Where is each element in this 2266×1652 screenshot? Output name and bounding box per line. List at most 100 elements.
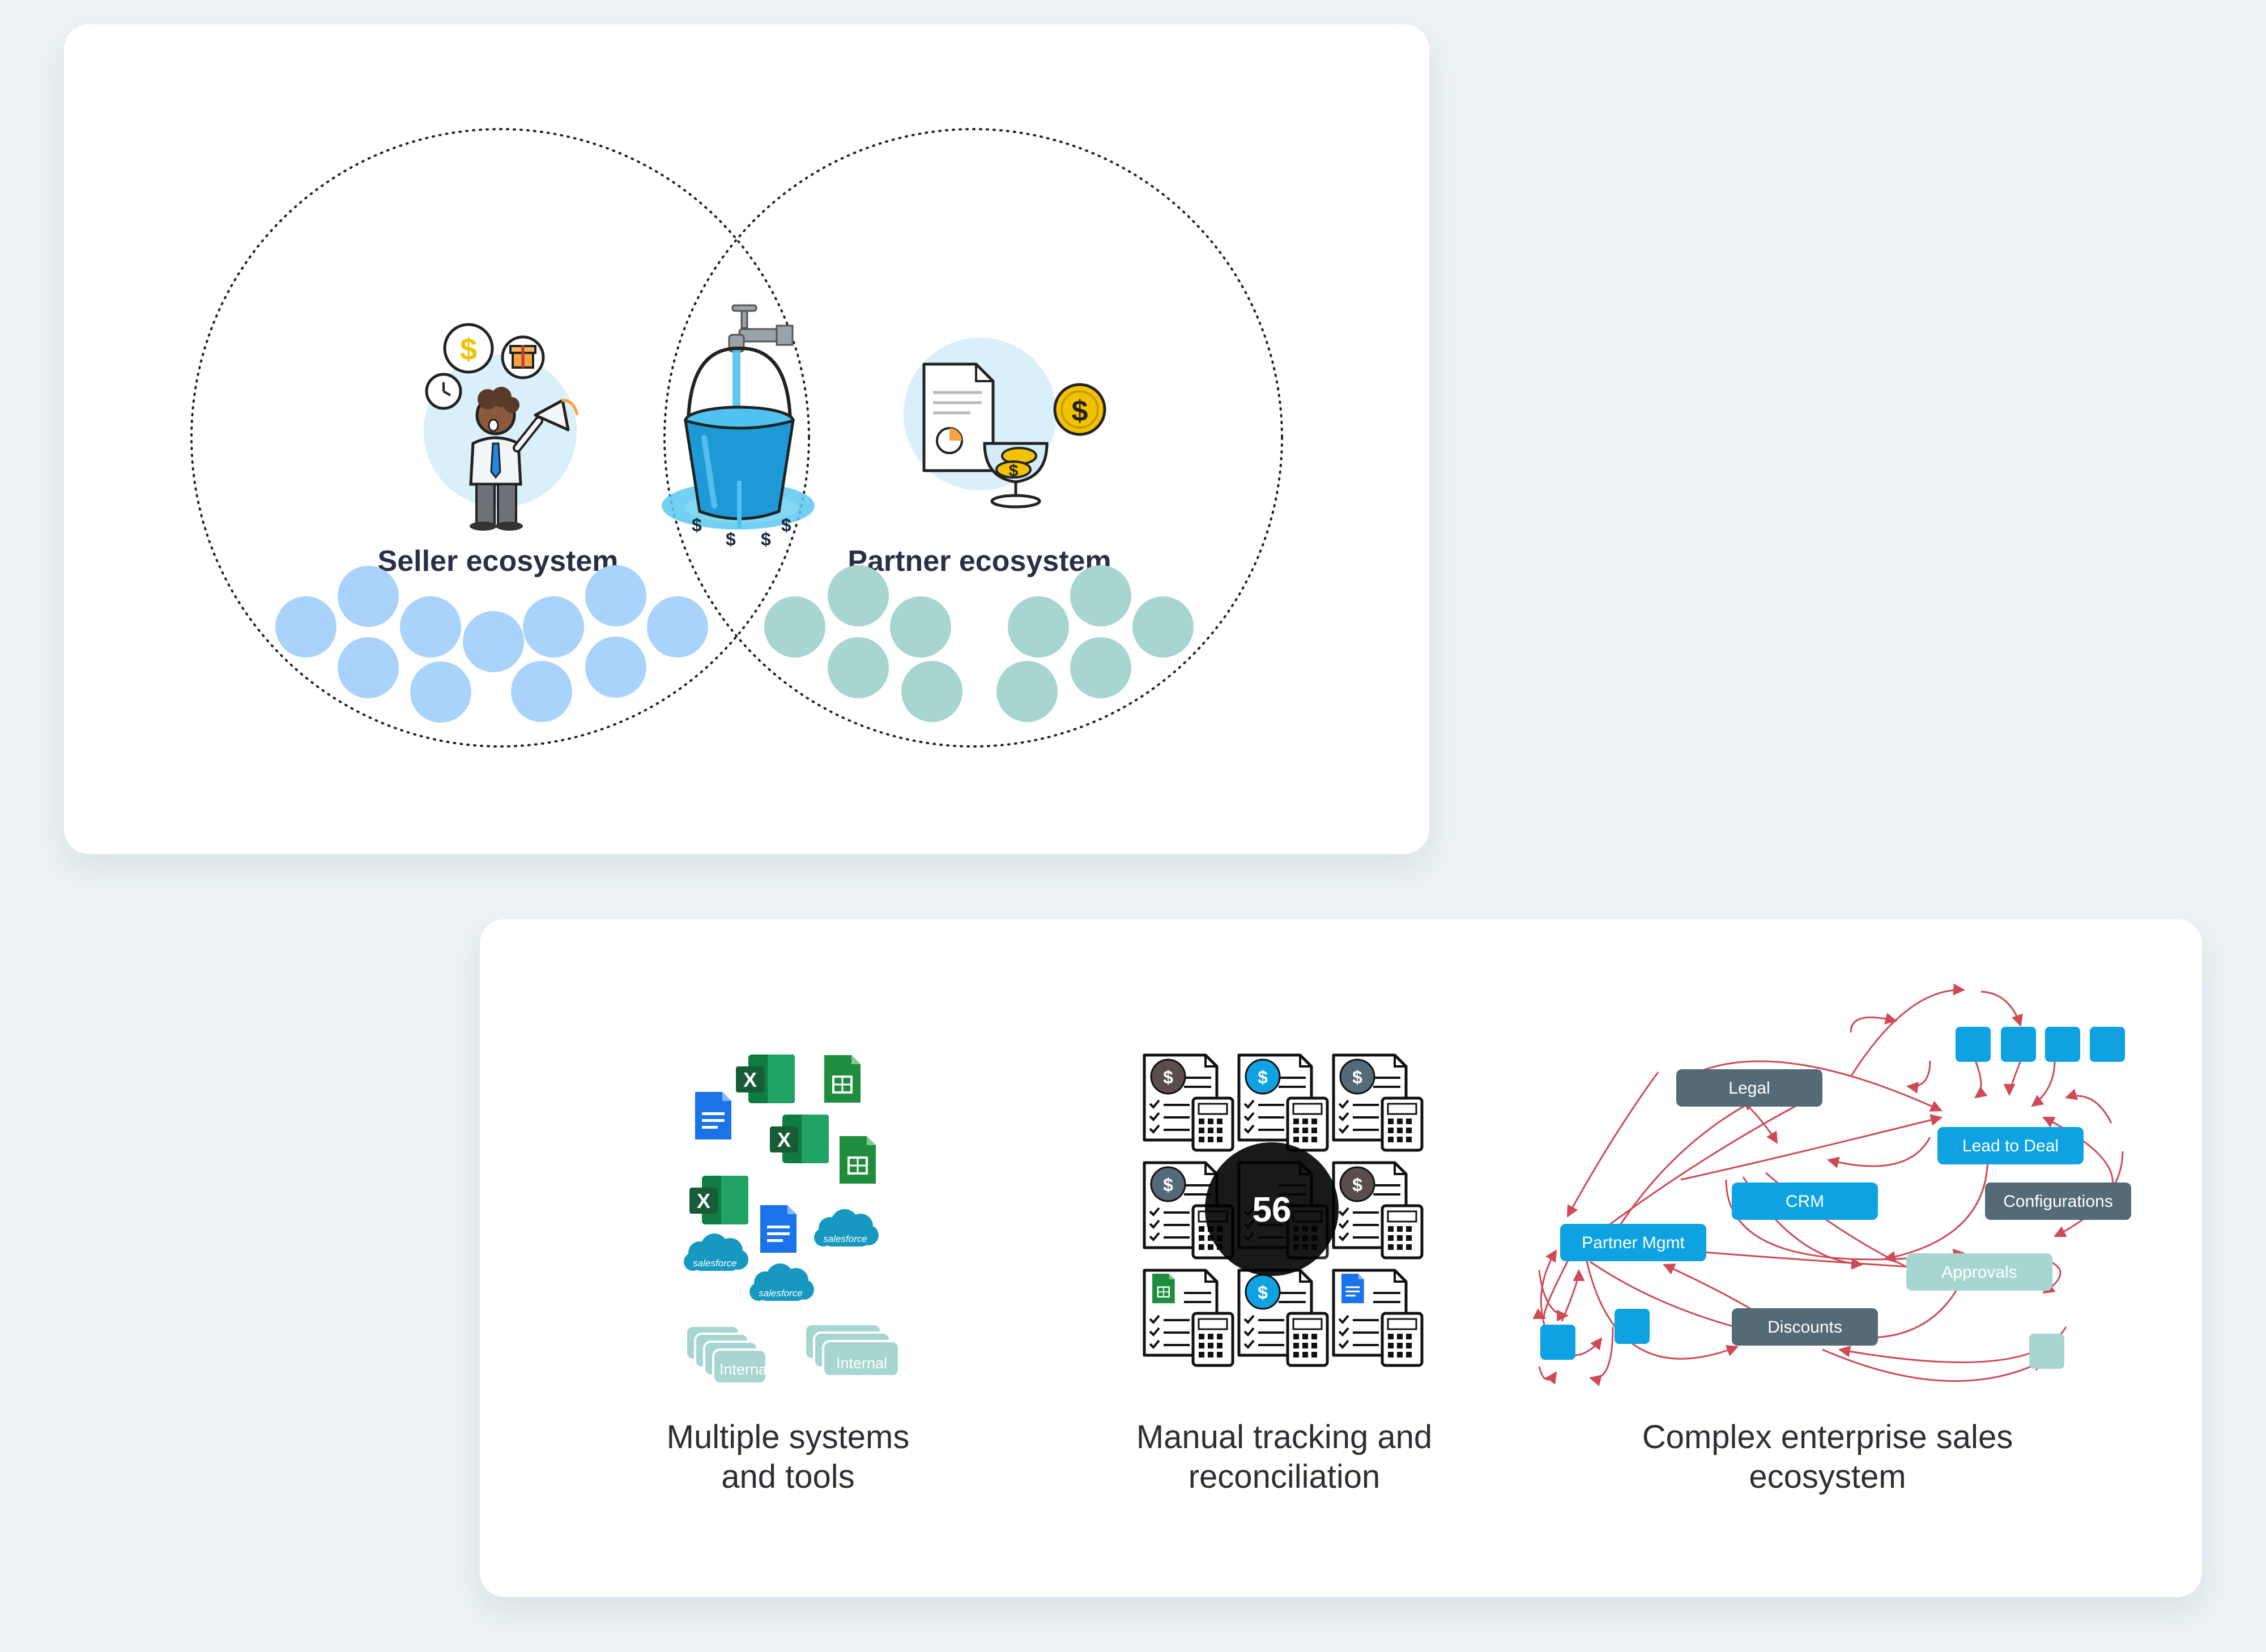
ecosystem-node-square [1956,1027,1991,1062]
partner-dot [1070,565,1131,626]
partner-dot [901,661,962,722]
svg-text:CRM: CRM [1786,1192,1824,1211]
ecosystem-node-square [1615,1309,1650,1344]
seller-dot [400,596,461,658]
partner-ecosystem-label: Partner ecosystem [847,545,1111,578]
seller-circle-outline [190,128,810,748]
partner-dots [764,565,1194,722]
salesforce-icon: salesforce [814,1209,879,1247]
dollar-badge: $ [1245,1058,1281,1095]
seller-dots [275,565,708,723]
svg-text:Configurations: Configurations [2003,1192,2112,1211]
dollar-drop-2: $ [726,529,736,549]
partner-dot [764,596,825,658]
seller-dot [585,637,646,698]
svg-text:Lead to Deal: Lead to Deal [1962,1137,2059,1155]
svg-text:$: $ [1163,1067,1173,1087]
seller-dot [463,611,524,672]
systems-and-tools-icons: X X X salesforce salesforce [684,1054,900,1385]
leaking-bucket-icon: $ $ $ $ [662,304,815,549]
seller-dot [523,596,584,658]
svg-text:Partner Mgmt: Partner Mgmt [1582,1233,1685,1252]
google-sheet-icon [838,1135,877,1185]
google-doc-icon [695,1092,731,1139]
seller-dot [647,596,708,658]
svg-text:Internal: Internal [719,1361,770,1378]
svg-text:$: $ [1352,1067,1362,1087]
svg-text:X: X [697,1189,710,1213]
svg-text:salesforce: salesforce [823,1233,867,1244]
node-crm: CRM [1732,1183,1878,1220]
seller-dot [410,661,471,723]
dollar-drop-1: $ [692,515,702,535]
count-badge [1205,1142,1339,1276]
venn-diagram: $ [190,128,1283,748]
node-legal: Legal [1676,1069,1822,1107]
manual-tracking-icons: $ $ $ $ $ $ [1144,1055,1422,1365]
partner-dot [1070,637,1131,698]
ecosystem-caption-line1: Complex enterprise sales [1642,1419,2013,1455]
seller-dot [338,637,399,698]
svg-text:$: $ [1258,1282,1268,1303]
partner-dot [1008,596,1069,658]
tracking-caption: Manual tracking and reconciliation [1029,1418,1539,1497]
partner-dot [890,596,951,658]
ecosystem-overlap-card: $ [64,24,1429,854]
google-sheet-icon [823,1054,862,1104]
partner-dot [1132,596,1194,658]
seller-dot [338,566,399,627]
svg-text:Discounts: Discounts [1767,1318,1842,1337]
svg-text:salesforce: salesforce [759,1288,802,1299]
node-lead-to-deal: Lead to Deal [1937,1127,2084,1164]
dollar-icon: $ [460,332,477,366]
google-doc-badge [1341,1274,1364,1304]
ecosystem-node-square [2045,1027,2080,1062]
dollar-badge: $ [1245,1274,1281,1310]
svg-text:X: X [777,1128,791,1151]
dollar-badge: $ [1150,1166,1186,1202]
ecosystem-node-square [2001,1027,2036,1062]
svg-text:Internal: Internal [836,1355,887,1372]
challenges-illustrations: X X X salesforce salesforce [684,983,2131,1386]
node-discounts: Discounts [1732,1308,1878,1346]
salesforce-icon: salesforce [749,1263,814,1301]
dollar-badge: $ [1339,1058,1375,1095]
dollar-drop-3: $ [761,529,771,549]
tracking-caption-line1: Manual tracking and [1136,1419,1433,1455]
count-badge-value: 56 [1253,1190,1292,1230]
svg-text:Approvals: Approvals [1941,1263,2017,1282]
seller-dot [585,565,646,626]
svg-text:salesforce: salesforce [693,1258,736,1269]
dollar-drop-4: $ [781,515,791,535]
svg-text:X: X [743,1068,757,1091]
google-doc-icon [760,1205,796,1253]
svg-text:$: $ [1258,1067,1268,1087]
coin-dollar: $ [1009,462,1019,480]
dollar-badge: $ [1150,1058,1186,1095]
partner-dot [828,637,889,698]
google-sheet-badge [1151,1273,1175,1304]
seller-dot [275,596,337,658]
seller-ecosystem-label: Seller ecosystem [378,545,619,578]
partner-dot [996,661,1058,722]
seller-dot [511,661,572,722]
excel-icon: X [689,1176,748,1224]
node-partner-mgmt: Partner Mgmt [1560,1224,1706,1261]
node-approvals: Approvals [1906,1253,2052,1291]
ecosystem-caption-line2: ecosystem [1749,1458,1906,1495]
seller-person-icon: $ [424,323,579,531]
excel-icon: X [770,1115,829,1163]
svg-text:$: $ [1163,1175,1173,1195]
ecosystem-network: Legal Lead to Deal CRM Configurations Pa… [1532,983,2131,1386]
ecosystem-caption: Complex enterprise sales ecosystem [1573,1418,2082,1497]
internal-tool-stack: Internal [685,1325,770,1385]
systems-caption: Multiple systems and tools [533,1418,1043,1497]
node-configurations: Configurations [1985,1183,2131,1220]
salesforce-icon: salesforce [684,1233,748,1271]
tracking-caption-line2: reconciliation [1188,1458,1381,1495]
svg-text:Legal: Legal [1728,1079,1770,1098]
systems-caption-line2: and tools [721,1458,855,1495]
internal-tool-stack: Internal [804,1323,900,1377]
challenges-card: X X X salesforce salesforce [480,919,2202,1597]
ecosystem-node-square [1540,1325,1575,1360]
